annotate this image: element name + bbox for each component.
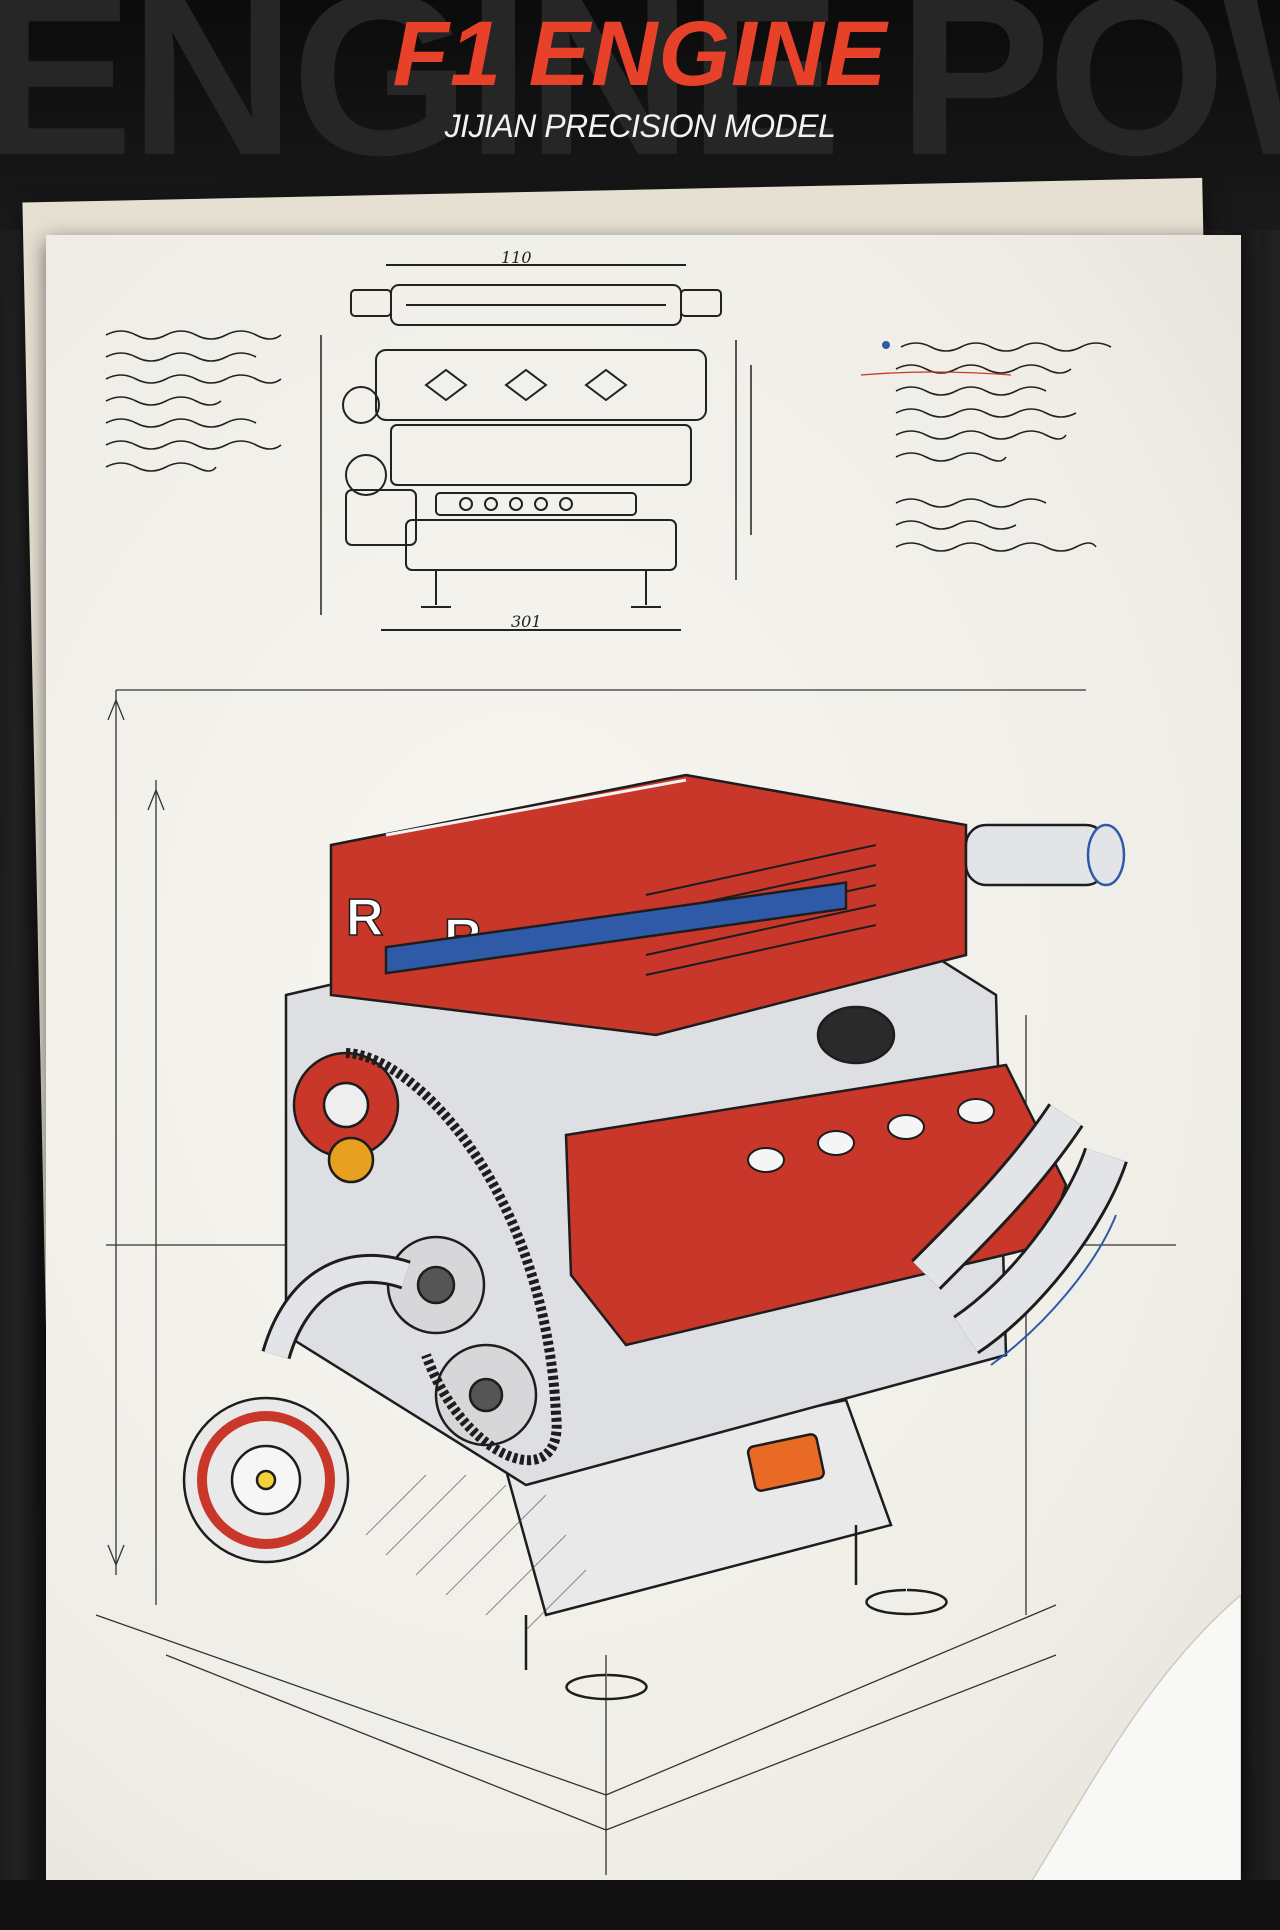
footer-strip	[0, 1880, 1280, 1930]
note-bullet-dot	[882, 341, 890, 349]
header-banner: ENGINE POWER F1 ENGINE JIJIAN PRECISION …	[0, 0, 1280, 230]
svg-text:R: R	[346, 889, 384, 947]
page-curl-corner	[1025, 1594, 1241, 1890]
engine-sketch-illustration: 110 301	[95, 248, 1241, 1890]
blueprint-front-view	[320, 264, 752, 631]
engine-block: R R	[182, 773, 1128, 1701]
background-watermark-word: ENGINE POWER	[0, 0, 1280, 203]
page-title: F1 ENGINE	[392, 3, 888, 105]
right-handwritten-notes	[895, 342, 1112, 552]
dimension-top-label: 110	[501, 248, 532, 267]
ground-shadow-hatching	[365, 1474, 587, 1631]
left-handwritten-notes	[105, 330, 282, 472]
page-subtitle: JIJIAN PRECISION MODEL	[444, 108, 836, 144]
sketch-paper: 110 301	[46, 235, 1241, 1890]
dimension-bottom-label: 301	[511, 612, 542, 631]
